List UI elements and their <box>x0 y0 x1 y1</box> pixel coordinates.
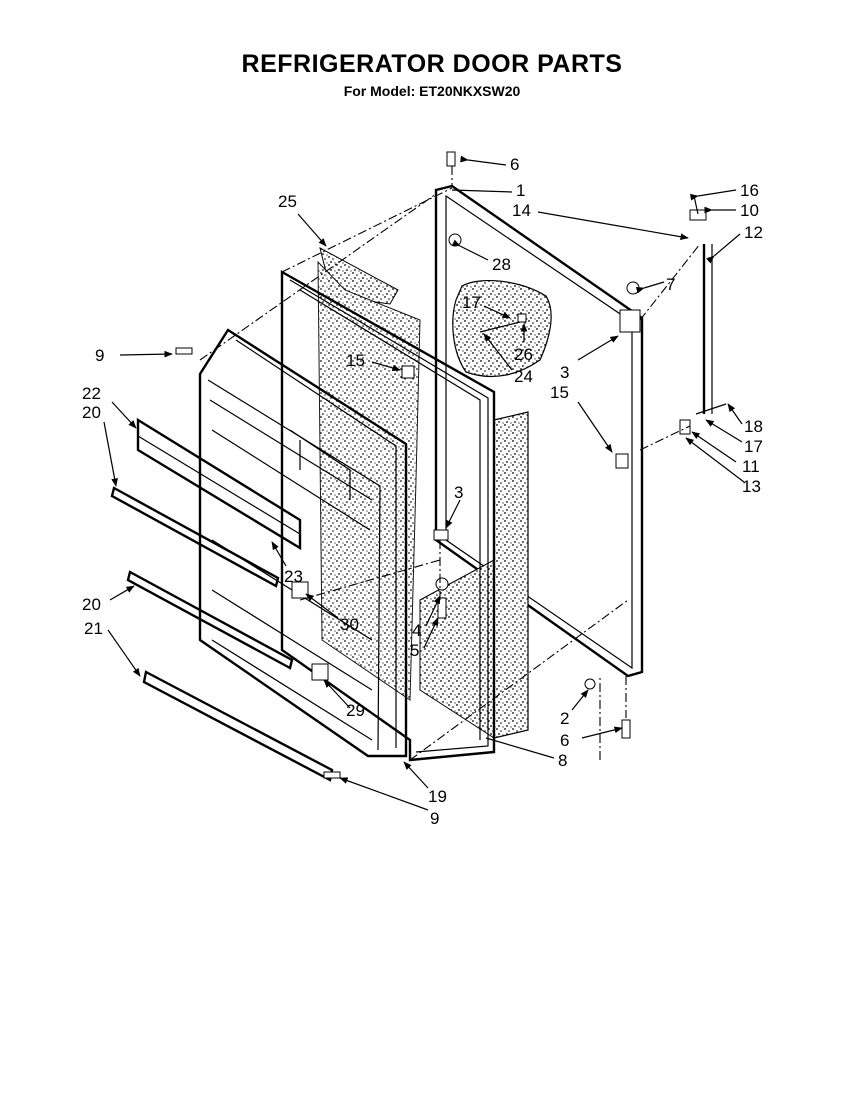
callout-26: 26 <box>514 345 533 364</box>
callout-labels: 6 1 25 28 16 14 10 12 7 17 26 24 3 15 15… <box>82 155 763 828</box>
callout-20-bottom: 20 <box>82 595 101 614</box>
callout-9-bottom: 9 <box>430 809 439 828</box>
cutaway-detail <box>452 279 552 378</box>
callout-1: 1 <box>516 181 525 200</box>
door-bins <box>110 417 334 782</box>
callout-10: 10 <box>740 201 759 220</box>
callout-21: 21 <box>84 619 103 638</box>
callout-12: 12 <box>744 223 763 242</box>
callout-25: 25 <box>278 192 297 211</box>
callout-16: 16 <box>740 181 759 200</box>
callout-13: 13 <box>742 477 761 496</box>
assembly-lines <box>199 166 701 761</box>
callout-30: 30 <box>340 615 359 634</box>
leader-lines <box>103 155 745 811</box>
callout-6-top: 6 <box>510 155 519 174</box>
callout-5: 5 <box>410 641 419 660</box>
callout-29: 29 <box>346 701 365 720</box>
callout-4: 4 <box>412 621 421 640</box>
callout-17-top: 17 <box>462 293 481 312</box>
callout-23: 23 <box>284 567 303 586</box>
callout-3-mid: 3 <box>454 483 463 502</box>
callout-7: 7 <box>666 275 675 294</box>
callout-28: 28 <box>492 255 511 274</box>
callout-14: 14 <box>512 201 531 220</box>
callout-11: 11 <box>742 457 760 476</box>
model-subtitle: For Model: ET20NKXSW20 <box>343 83 521 99</box>
callout-8: 8 <box>558 751 567 770</box>
callout-3-top: 3 <box>560 363 569 382</box>
callout-2: 2 <box>560 709 569 728</box>
callout-6-bottom: 6 <box>560 731 569 750</box>
foam-insulation <box>317 247 421 701</box>
hinge-hardware <box>619 195 727 435</box>
callout-15-right: 15 <box>550 383 569 402</box>
callout-20-top: 20 <box>82 403 101 422</box>
callout-18: 18 <box>744 417 763 436</box>
callout-19: 19 <box>428 787 447 806</box>
callout-22: 22 <box>82 384 101 403</box>
inner-door-liner <box>198 328 408 758</box>
callout-24: 24 <box>514 367 533 386</box>
callout-9-top: 9 <box>95 346 104 365</box>
page-title: REFRIGERATOR DOOR PARTS <box>241 50 623 78</box>
callout-15-left: 15 <box>346 351 365 370</box>
callout-17-right: 17 <box>744 437 763 456</box>
